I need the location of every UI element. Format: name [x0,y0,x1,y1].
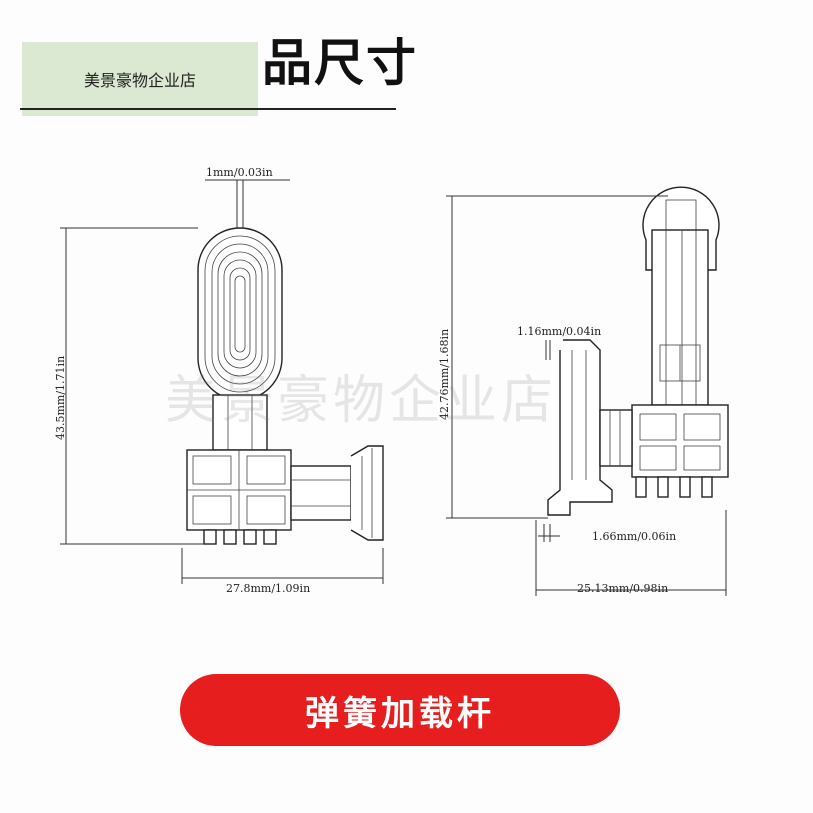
page-title: 品尺寸 [262,34,418,92]
left-top-dim-label: 1mm/0.03in [206,166,273,179]
right-foot-dim-label: 1.66mm/0.06in [592,530,676,543]
left-height-dim-label: 43.5mm/1.71in [54,356,67,440]
title-underline [20,108,396,110]
right-part-drawing [446,186,729,596]
left-bottom-dim-label: 27.8mm/1.09in [226,582,310,595]
watermark: 美景豪物企业店 [165,371,558,431]
shop-name: 美景豪物企业店 [83,71,196,90]
right-hook-dim-label: 1.16mm/0.04in [517,325,601,338]
right-bottom-dim-label: 25.13mm/0.98in [577,582,668,595]
left-part-drawing [60,179,384,584]
right-height-dim-label: 42.76mm/1.68in [438,329,451,420]
product-name-label: 弹簧加载杆 [305,693,495,734]
product-name-banner: 弹簧加载杆 [180,674,620,746]
shop-name-box: 美景豪物企业店 [22,42,258,116]
